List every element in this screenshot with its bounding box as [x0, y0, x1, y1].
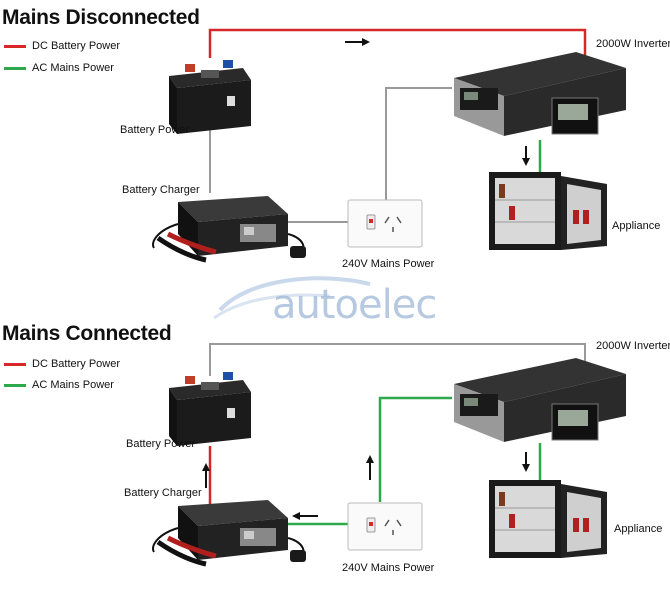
- wiring: [202, 343, 586, 526]
- charger-label: Battery Charger: [122, 184, 200, 196]
- battery-icon: [169, 372, 251, 446]
- mains-label: 240V Mains Power: [342, 562, 435, 574]
- legend-ac-label: AC Mains Power: [32, 62, 114, 74]
- legend-dc-swatch: [4, 362, 26, 366]
- inverter-icon: [454, 52, 626, 136]
- charger-label: Battery Charger: [124, 487, 202, 499]
- inverter-icon: [454, 358, 626, 442]
- appliance-label: Appliance: [612, 220, 661, 232]
- socket-inverter-wire: [378, 396, 452, 502]
- arrow-icon: [292, 512, 318, 520]
- wall-socket-icon: [347, 199, 423, 248]
- panel-mains-connected: Mains Connected DC Battery Power AC Main…: [0, 318, 670, 591]
- charger-icon: [152, 196, 306, 263]
- panel-title: Mains Connected: [2, 322, 172, 345]
- wall-socket-icon: [347, 502, 423, 551]
- fridge-icon: [489, 172, 607, 250]
- inverter-label: 2000W Inverter: [596, 340, 670, 352]
- legend-ac-swatch: [4, 66, 26, 70]
- battery-icon: [169, 60, 251, 134]
- watermark-text: autoelec: [272, 282, 437, 328]
- legend-dc: DC Battery Power: [4, 358, 120, 370]
- battery-label: Battery Power: [120, 124, 190, 136]
- arrow-icon: [522, 146, 530, 166]
- legend-dc-label: DC Battery Power: [32, 358, 121, 370]
- legend-ac-swatch: [4, 383, 26, 387]
- dc-wire: [208, 28, 587, 58]
- legend-dc-label: DC Battery Power: [32, 40, 121, 52]
- appliance-label: Appliance: [614, 523, 663, 535]
- arrow-icon: [202, 463, 210, 488]
- fridge-icon: [489, 480, 607, 558]
- battery-label: Battery Power: [126, 438, 196, 450]
- legend-ac: AC Mains Power: [4, 62, 114, 74]
- arrow-icon: [366, 455, 374, 480]
- wiring: [208, 28, 587, 223]
- legend-ac: AC Mains Power: [4, 379, 114, 391]
- arrow-icon: [345, 38, 370, 46]
- panel-mains-disconnected: Mains Disconnected DC Battery Power AC M…: [0, 0, 670, 295]
- socket-inverter-wire: [385, 87, 452, 200]
- panel-title: Mains Disconnected: [2, 6, 200, 29]
- charger-icon: [152, 500, 306, 567]
- watermark-logo: [213, 276, 371, 320]
- mains-label: 240V Mains Power: [342, 258, 435, 270]
- arrow-icon: [522, 452, 530, 472]
- battery-inverter-wire: [209, 343, 586, 376]
- legend-ac-label: AC Mains Power: [32, 379, 114, 391]
- legend-dc-swatch: [4, 44, 26, 48]
- legend-dc: DC Battery Power: [4, 40, 120, 52]
- inverter-label: 2000W Inverter: [596, 38, 670, 50]
